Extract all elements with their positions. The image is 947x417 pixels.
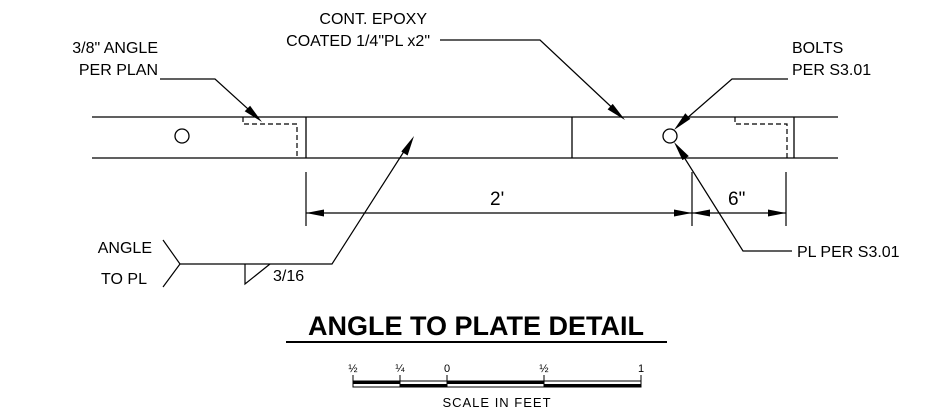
epoxy-leader-arrow	[607, 103, 625, 120]
bolts-leader-arrow	[674, 113, 691, 130]
weld-leader	[180, 141, 411, 265]
epoxy-leader	[440, 39, 622, 117]
left-bolt-hole	[174, 128, 190, 144]
weld-callout-line1: ANGLE	[98, 240, 152, 257]
weld-tail	[162, 239, 181, 288]
plate-callout: PL PER S3.01	[797, 244, 900, 261]
scale-seg-3	[447, 381, 544, 384]
scale-seg-2	[400, 384, 447, 387]
weld-size-label: 3/16	[273, 268, 304, 285]
right-hidden-angle	[734, 117, 788, 158]
scale-tick-label-2: ¼	[395, 363, 405, 375]
leader-arrows	[244, 103, 691, 161]
leaders	[160, 39, 792, 288]
dimensions	[305, 172, 787, 226]
dim-arrow-long-right	[674, 209, 692, 217]
angle-leader	[160, 78, 259, 119]
bolts-callout-line2: PER S3.01	[792, 62, 871, 79]
dim-arrow-short-right	[768, 209, 786, 217]
dim-arrows	[306, 209, 786, 217]
weld-callout-line2: TO PL	[101, 271, 147, 288]
detail-title: ANGLE TO PLATE DETAIL	[308, 311, 644, 341]
plate-leader-arrow	[674, 142, 689, 161]
scale-seg-4	[544, 384, 641, 387]
plate-leader	[676, 145, 792, 252]
scale-bar: ½ ¼ 0 ½ 1 SCALE IN FEET	[348, 363, 644, 410]
bolts-callout-line1: BOLTS	[792, 40, 843, 57]
weld-leader-arrow	[401, 136, 414, 156]
epoxy-callout-line1: CONT. EPOXY	[319, 11, 427, 28]
dim-arrow-long-left	[306, 209, 324, 217]
hidden-angle-lines	[242, 117, 788, 158]
scale-seg-1	[353, 381, 400, 384]
angle-leader-arrow	[244, 105, 262, 122]
right-bolt-hole	[662, 128, 678, 144]
dim-short-label: 6"	[728, 189, 745, 210]
scale-tick-label-3: 0	[444, 363, 450, 375]
angle-body	[92, 116, 838, 159]
scale-tick-label-1: ½	[348, 363, 357, 375]
angle-callout-line2: PER PLAN	[79, 62, 158, 79]
scale-tick-label-4: ½	[539, 363, 548, 375]
scale-tick-label-5: 1	[638, 363, 644, 375]
weld-fillet-symbol	[244, 263, 271, 286]
dim-long-label: 2'	[490, 189, 504, 210]
scale-caption: SCALE IN FEET	[442, 395, 551, 410]
bolts-leader	[677, 78, 788, 127]
dim-arrow-short-left	[692, 209, 710, 217]
angle-callout-line1: 3/8" ANGLE	[72, 40, 158, 57]
left-hidden-angle	[242, 117, 298, 158]
epoxy-callout-line2: COATED 1/4"PL x2"	[286, 33, 430, 50]
